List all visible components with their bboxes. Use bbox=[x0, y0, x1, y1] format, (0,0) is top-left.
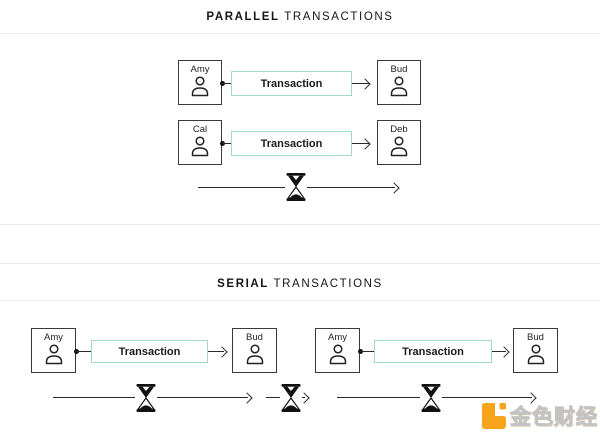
person-icon bbox=[191, 76, 209, 97]
actor-label: Bud bbox=[390, 64, 408, 75]
connector-line bbox=[352, 143, 369, 144]
person-icon bbox=[191, 136, 209, 157]
actor-label: Amy bbox=[190, 64, 210, 75]
transaction-label: Transaction bbox=[260, 77, 323, 90]
actor-label: Amy bbox=[328, 332, 347, 343]
divider bbox=[0, 33, 600, 34]
transaction-box: Transaction bbox=[91, 340, 208, 363]
brand-logo: 金色财经 bbox=[482, 401, 598, 431]
connector-line bbox=[352, 83, 369, 84]
actor-box-amy: Amy bbox=[315, 328, 360, 373]
actor-box-cal: Cal bbox=[178, 120, 222, 165]
connector-line bbox=[360, 351, 374, 352]
person-icon bbox=[390, 136, 408, 157]
arrowhead-icon bbox=[359, 77, 371, 90]
arrowhead-icon bbox=[498, 345, 510, 358]
arrowhead-icon bbox=[216, 345, 228, 358]
person-icon bbox=[390, 76, 408, 97]
person-icon bbox=[527, 344, 544, 365]
divider bbox=[0, 263, 600, 264]
person-icon bbox=[329, 344, 346, 365]
serial-title-rest: TRANSACTIONS bbox=[273, 278, 383, 290]
serial-title: SERIAL TRANSACTIONS bbox=[0, 278, 600, 290]
person-icon bbox=[246, 344, 263, 365]
parallel-title-rest: TRANSACTIONS bbox=[284, 11, 394, 23]
parallel-title-bold: PARALLEL bbox=[206, 11, 280, 23]
hourglass-icon bbox=[420, 384, 442, 412]
serial-title-bold: SERIAL bbox=[217, 278, 269, 290]
actor-box-bud: Bud bbox=[377, 60, 421, 105]
transaction-box: Transaction bbox=[231, 131, 352, 156]
connector-line bbox=[208, 351, 224, 352]
transaction-label: Transaction bbox=[260, 137, 323, 150]
arrowhead-icon bbox=[388, 181, 400, 194]
transaction-label: Transaction bbox=[118, 345, 181, 358]
actor-box-deb: Deb bbox=[377, 120, 421, 165]
actor-label: Amy bbox=[44, 332, 63, 343]
brand-logo-text: 金色财经 bbox=[510, 406, 598, 430]
transaction-box: Transaction bbox=[231, 71, 352, 96]
hourglass-icon bbox=[280, 384, 302, 412]
actor-label: Bud bbox=[527, 332, 544, 343]
person-icon bbox=[45, 344, 62, 365]
actor-box-bud: Bud bbox=[232, 328, 277, 373]
arrowhead-icon bbox=[359, 137, 371, 150]
transaction-label: Transaction bbox=[402, 345, 464, 358]
transaction-box: Transaction bbox=[374, 340, 492, 363]
actor-label: Cal bbox=[192, 124, 208, 135]
connector-line bbox=[76, 351, 91, 352]
divider bbox=[0, 300, 600, 301]
arrowhead-icon bbox=[241, 391, 253, 404]
hourglass-icon bbox=[285, 173, 307, 201]
connector-line bbox=[222, 83, 231, 84]
connector-line bbox=[492, 351, 506, 352]
brand-logo-icon bbox=[482, 403, 506, 429]
divider bbox=[0, 224, 600, 225]
hourglass-icon bbox=[135, 384, 157, 412]
connector-line bbox=[222, 143, 231, 144]
actor-label: Deb bbox=[390, 124, 408, 135]
actor-box-bud: Bud bbox=[513, 328, 558, 373]
actor-label: Bud bbox=[246, 332, 263, 343]
parallel-title: PARALLEL TRANSACTIONS bbox=[0, 11, 600, 23]
actor-box-amy: Amy bbox=[178, 60, 222, 105]
actor-box-amy: Amy bbox=[31, 328, 76, 373]
